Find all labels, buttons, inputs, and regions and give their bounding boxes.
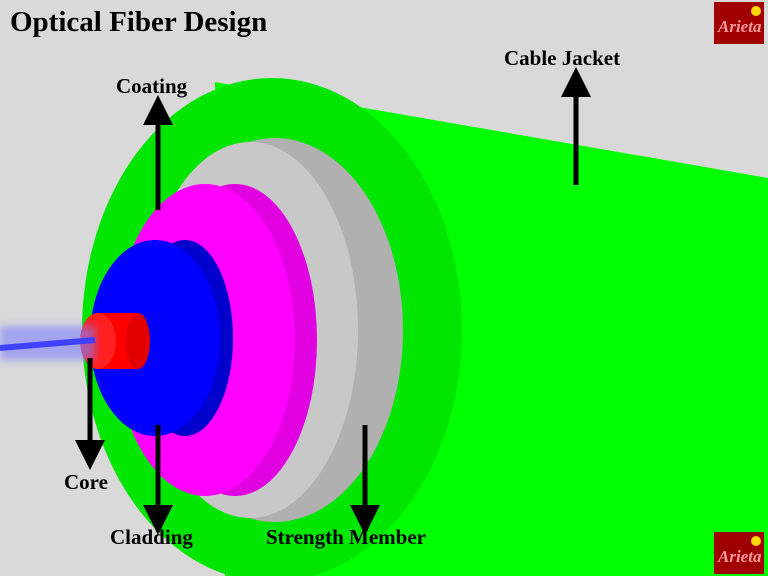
label-cladding: Cladding (110, 525, 193, 549)
cladding (90, 240, 233, 436)
label-strength-member: Strength Member (266, 525, 426, 549)
logo-top: Arieta (714, 2, 764, 44)
page-title: Optical Fiber Design (10, 6, 268, 38)
svg-text:Arieta: Arieta (717, 547, 762, 566)
label-cable-jacket: Cable Jacket (504, 46, 621, 70)
logo-bottom: Arieta (714, 532, 764, 574)
light-beam (0, 326, 96, 360)
logo-mark-icon: Arieta (714, 2, 764, 44)
label-coating: Coating (116, 74, 188, 98)
label-core: Core (64, 470, 108, 494)
logo-mark-icon: Arieta (714, 532, 764, 574)
svg-text:Arieta: Arieta (717, 17, 762, 36)
core (80, 313, 150, 369)
